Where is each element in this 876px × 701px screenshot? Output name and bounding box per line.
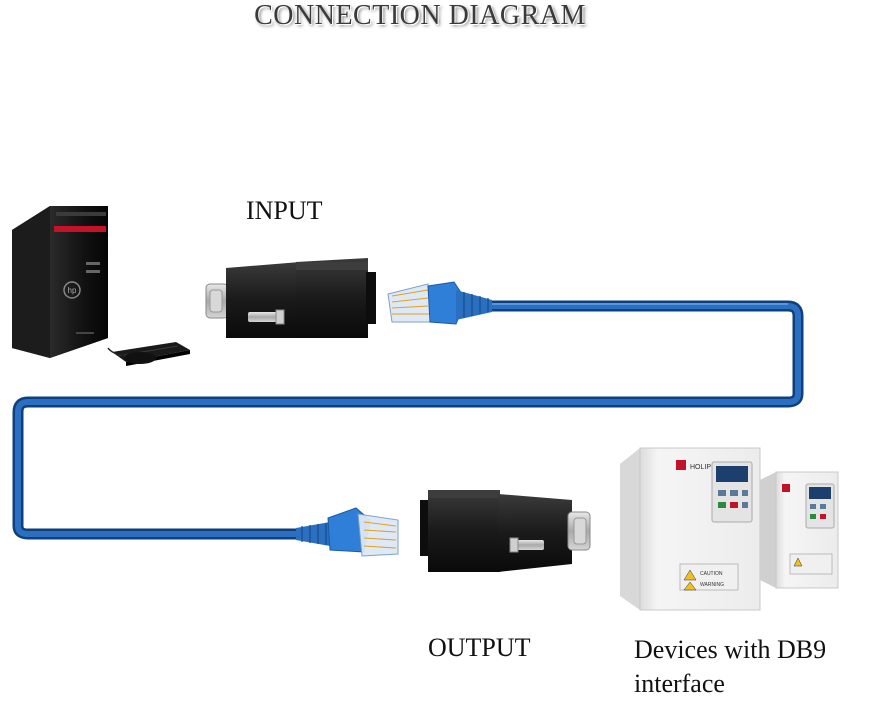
device-brand-text: HOLIP xyxy=(690,464,711,471)
diagram-title: CONNECTION DIAGRAM xyxy=(254,0,586,31)
caution-text: CAUTION xyxy=(700,571,723,577)
inverter-device-large: HOLIP CAUTION WARNING xyxy=(620,447,761,611)
devices-label-line2: interface xyxy=(634,669,725,698)
input-db9-rj45-adapter xyxy=(205,258,376,338)
rj45-plug-output xyxy=(296,507,399,557)
computer-tower-icon: hp xyxy=(12,206,108,358)
mouse-icon xyxy=(107,347,156,364)
output-label: OUTPUT xyxy=(428,633,531,662)
output-db9-rj45-adapter xyxy=(420,490,591,572)
inverter-device-small xyxy=(760,471,839,589)
warning-text: WARNING xyxy=(700,582,724,588)
svg-text:hp: hp xyxy=(68,286,77,295)
input-label: INPUT xyxy=(246,196,323,225)
network-cable xyxy=(12,300,804,540)
rj45-plug-input xyxy=(387,281,492,325)
devices-label-line1: Devices with DB9 xyxy=(634,635,827,664)
devices-label: Devices with DB9 interface xyxy=(634,633,826,701)
